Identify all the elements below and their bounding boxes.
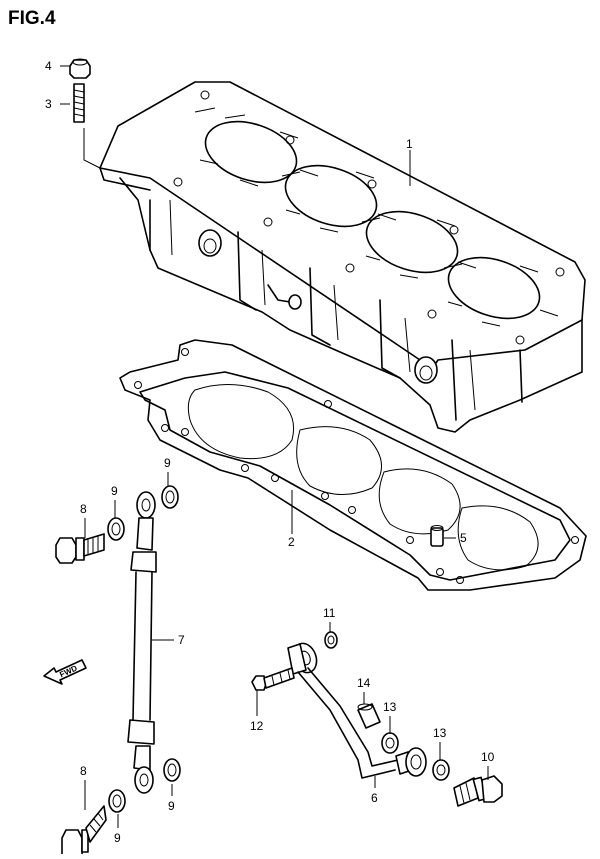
gasket-13b bbox=[432, 759, 450, 781]
nut bbox=[69, 58, 91, 79]
callout-9-lower-right: 9 bbox=[168, 799, 175, 813]
washer-9a bbox=[161, 485, 179, 509]
callout-2: 2 bbox=[288, 535, 295, 549]
callout-13-right: 13 bbox=[433, 726, 447, 740]
callout-5: 5 bbox=[460, 531, 467, 545]
stud-bolt bbox=[73, 83, 85, 123]
callout-9-bottom: 9 bbox=[114, 831, 121, 845]
callout-8-lower: 8 bbox=[80, 764, 87, 778]
oil-hose bbox=[127, 491, 157, 794]
callout-3: 3 bbox=[45, 97, 52, 111]
cylinder-block bbox=[99, 81, 586, 433]
callout-14: 14 bbox=[357, 676, 371, 690]
callout-1: 1 bbox=[406, 137, 413, 151]
callout-7: 7 bbox=[178, 633, 185, 647]
callout-10: 10 bbox=[481, 750, 495, 764]
union-bolt-right bbox=[453, 775, 503, 807]
figure-title: FIG.4 bbox=[8, 8, 56, 29]
union-bolt-upper bbox=[55, 533, 105, 564]
oil-pipe bbox=[287, 642, 427, 779]
callout-13-left: 13 bbox=[383, 700, 397, 714]
forward-arrow-icon: FWD bbox=[43, 659, 87, 685]
callout-12: 12 bbox=[250, 719, 264, 733]
dowel-pin bbox=[430, 525, 444, 547]
gasket-13a bbox=[381, 732, 399, 754]
cylinder-base-gasket bbox=[119, 339, 587, 591]
damper bbox=[357, 703, 381, 729]
pipe-bolt bbox=[251, 667, 295, 691]
callout-numbers: 1 2 3 4 5 6 7 8 8 9 9 9 9 10 11 12 13 13… bbox=[45, 59, 495, 845]
washer-9b bbox=[107, 517, 125, 541]
callout-4: 4 bbox=[45, 59, 52, 73]
washer-9c bbox=[163, 758, 181, 782]
o-ring bbox=[324, 631, 338, 649]
callout-6: 6 bbox=[371, 791, 378, 805]
callout-9-upper-left: 9 bbox=[111, 484, 118, 498]
callout-11: 11 bbox=[323, 606, 336, 620]
leader-lines bbox=[60, 65, 489, 828]
callout-9-top: 9 bbox=[164, 456, 171, 470]
union-bolt-lower bbox=[61, 805, 107, 857]
washer-9d bbox=[108, 789, 126, 813]
callout-8-upper: 8 bbox=[80, 502, 87, 516]
